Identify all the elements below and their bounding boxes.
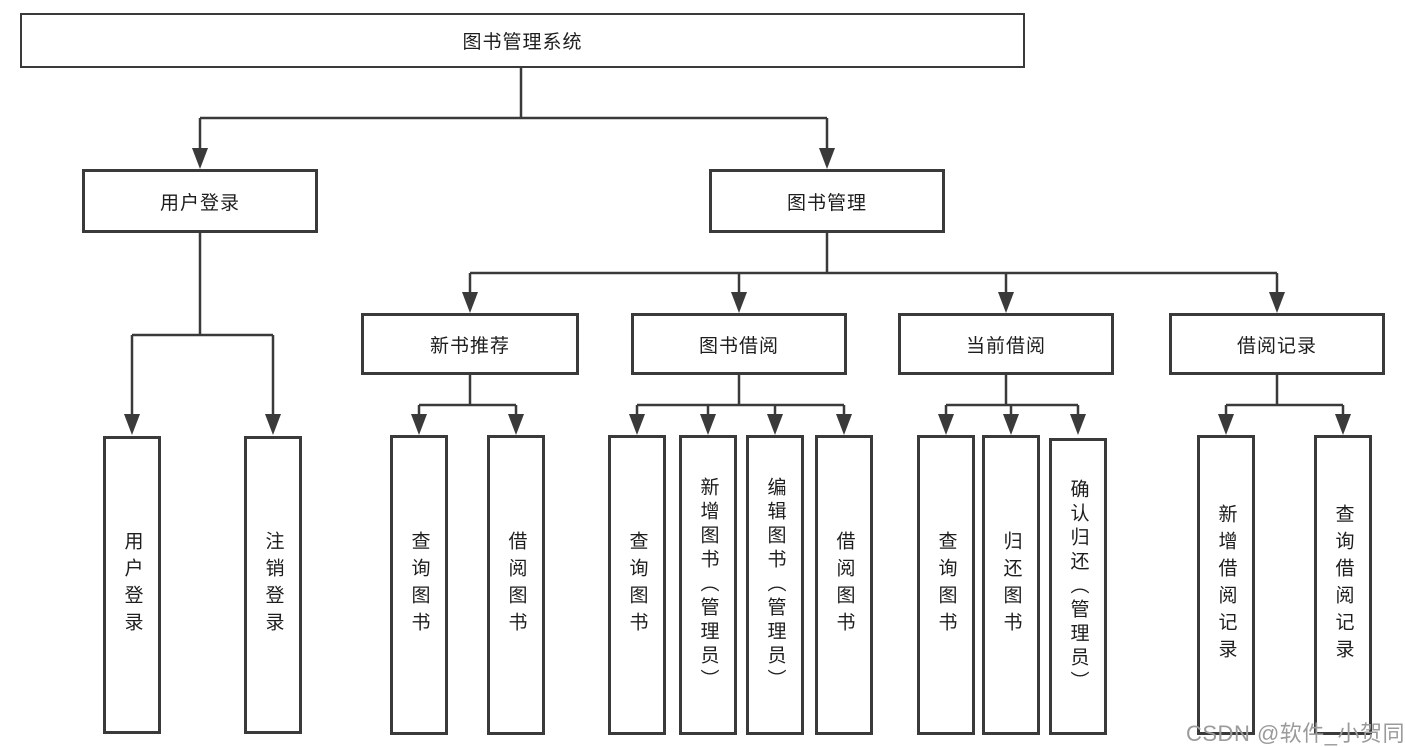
node-label: 查询图书 xyxy=(935,531,957,639)
leaf-query-books-current: 查询图书 xyxy=(917,435,975,735)
node-label: 用户登录 xyxy=(121,531,143,639)
node-label: 当前借阅 xyxy=(965,335,1046,357)
leaf-add-books-admin: 新增图书（管理员） xyxy=(679,435,737,735)
leaf-user-login: 用户登录 xyxy=(103,436,161,734)
csdn-watermark: CSDN @软件_小贺同学 xyxy=(1186,721,1405,746)
leaf-query-borrow-record: 查询借阅记录 xyxy=(1314,435,1372,735)
node-label: 查询借阅记录 xyxy=(1332,504,1354,666)
leaf-logout: 注销登录 xyxy=(244,436,302,734)
leaf-query-books-recommend: 查询图书 xyxy=(390,435,448,735)
node-label: 借阅图书 xyxy=(505,531,527,639)
leaf-edit-books-admin: 编辑图书（管理员） xyxy=(746,435,804,735)
node-library-management-system: 图书管理系统 xyxy=(20,13,1025,68)
node-label: 图书管理系统 xyxy=(462,32,583,53)
leaf-query-books-borrow: 查询图书 xyxy=(608,435,666,735)
node-label: 借阅记录 xyxy=(1236,335,1317,357)
node-label: 编辑图书（管理员） xyxy=(764,477,786,693)
leaf-confirm-return-admin: 确认归还（管理员） xyxy=(1049,438,1107,735)
node-label: 注销登录 xyxy=(262,531,284,639)
node-label: 新书推荐 xyxy=(429,335,510,357)
node-new-book-recommend: 新书推荐 xyxy=(361,313,579,375)
leaf-add-borrow-record: 新增借阅记录 xyxy=(1197,435,1255,735)
node-label: 图书借阅 xyxy=(698,335,779,357)
node-current-borrow: 当前借阅 xyxy=(898,313,1114,375)
leaf-return-books: 归还图书 xyxy=(982,435,1040,735)
node-book-management: 图书管理 xyxy=(709,169,945,233)
node-label: 确认归还（管理员） xyxy=(1067,478,1089,695)
node-label: 用户登录 xyxy=(159,192,240,214)
node-label: 查询图书 xyxy=(408,531,430,639)
node-label: 借阅图书 xyxy=(833,531,855,639)
leaf-borrow-books-recommend: 借阅图书 xyxy=(487,435,545,735)
node-borrow-records: 借阅记录 xyxy=(1169,313,1385,375)
node-book-borrow: 图书借阅 xyxy=(631,313,847,375)
node-label: 新增图书（管理员） xyxy=(697,477,719,693)
node-label: 归还图书 xyxy=(1000,531,1022,639)
node-label: 新增借阅记录 xyxy=(1215,504,1237,666)
node-label: 查询图书 xyxy=(626,531,648,639)
node-user-login: 用户登录 xyxy=(82,169,318,233)
leaf-borrow-books: 借阅图书 xyxy=(815,435,873,735)
node-label: 图书管理 xyxy=(786,192,867,214)
